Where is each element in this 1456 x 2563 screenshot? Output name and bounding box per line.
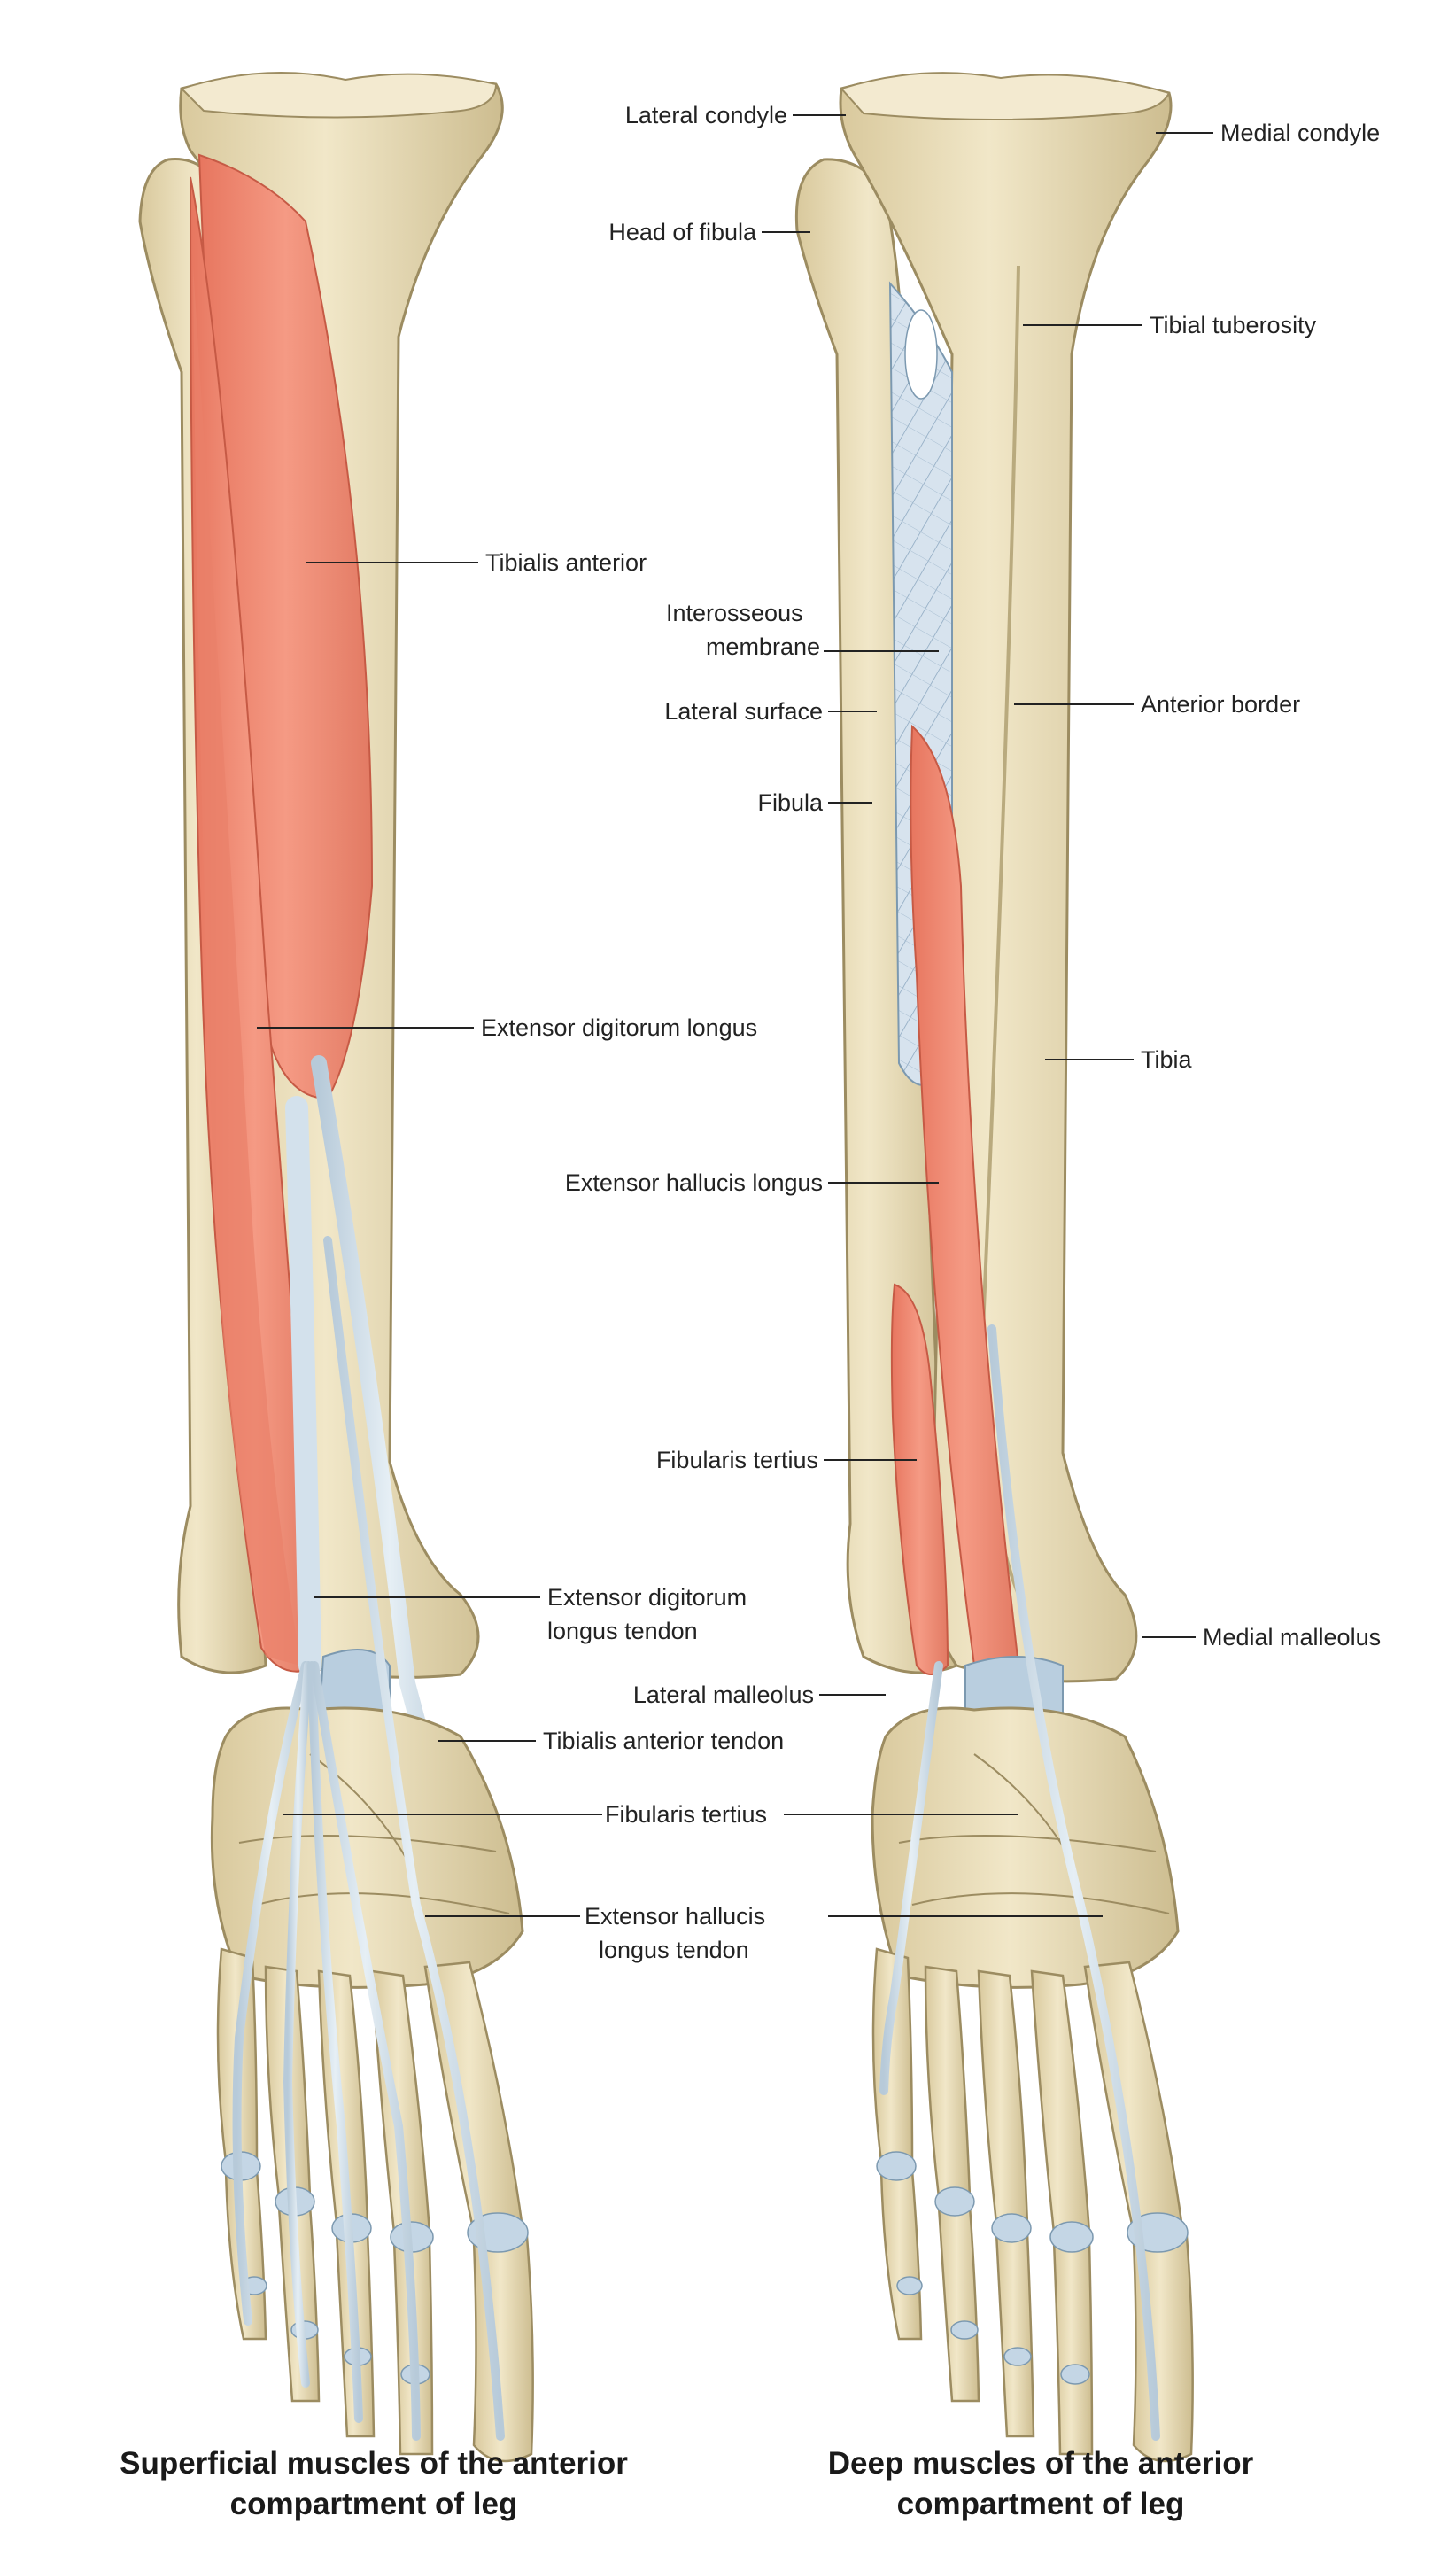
label-interosseous-line2: membrane (705, 633, 820, 660)
label-ehl-tendon-line2: longus tendon (599, 1937, 749, 1963)
label-tibialis-anterior-tendon: Tibialis anterior tendon (543, 1728, 785, 1754)
label-tibia: Tibia (1141, 1046, 1192, 1073)
label-fibula: Fibula (757, 789, 823, 816)
label-edl-tendon-line2: longus tendon (547, 1618, 698, 1644)
label-lateral-surface: Lateral surface (664, 698, 823, 725)
right-leg-figure (794, 72, 1194, 2463)
label-medial-malleolus: Medial malleolus (1203, 1624, 1382, 1650)
right-fibularis-tertius-muscle (890, 1283, 949, 1675)
caption-right-line2: compartment of leg (896, 2487, 1185, 2521)
left-leg-figure (138, 72, 534, 2463)
label-lateral-condyle: Lateral condyle (624, 102, 787, 128)
label-anterior-border: Anterior border (1141, 691, 1301, 718)
left-tibial-plateau (180, 72, 498, 119)
label-extensor-hallucis-longus: Extensor hallucis longus (564, 1169, 823, 1196)
label-ehl-tendon-line1: Extensor hallucis (585, 1903, 766, 1930)
right-foot-tendons (879, 1324, 1160, 2441)
right-joint-cartilage (876, 2151, 1189, 2385)
left-edl-tendon-bundle (285, 1096, 321, 1677)
caption-right: Deep muscles of the anterior compartment… (748, 2443, 1333, 2525)
label-head-of-fibula: Head of fibula (608, 219, 756, 245)
right-membrane-aperture (904, 309, 938, 400)
label-fibularis-tertius-left: Fibularis tertius (605, 1801, 768, 1828)
caption-left-line2: compartment of leg (229, 2487, 518, 2521)
label-tibialis-anterior: Tibialis anterior (485, 549, 647, 576)
label-interosseous-line1: Interosseous (666, 600, 803, 626)
right-toes (871, 1947, 1194, 2463)
label-medial-condyle: Medial condyle (1220, 120, 1381, 146)
leader-lines (257, 114, 1213, 1917)
left-foot-tendons (232, 1236, 505, 2441)
right-tibial-plateau (840, 72, 1171, 120)
right-tarsals (871, 1706, 1180, 1989)
label-edl-tendon-line1: Extensor digitorum (547, 1584, 747, 1611)
left-edl-muscle-lateral (193, 266, 301, 1666)
caption-left: Superficial muscles of the anterior comp… (81, 2443, 666, 2525)
label-fibularis-tertius-right: Fibularis tertius (655, 1447, 818, 1473)
label-tibial-tuberosity: Tibial tuberosity (1150, 312, 1317, 338)
caption-left-line1: Superficial muscles of the anterior (120, 2446, 628, 2481)
label-lateral-malleolus: Lateral malleolus (632, 1681, 814, 1708)
caption-right-line1: Deep muscles of the anterior (827, 2446, 1254, 2481)
label-extensor-digitorum-longus: Extensor digitorum longus (481, 1014, 758, 1041)
